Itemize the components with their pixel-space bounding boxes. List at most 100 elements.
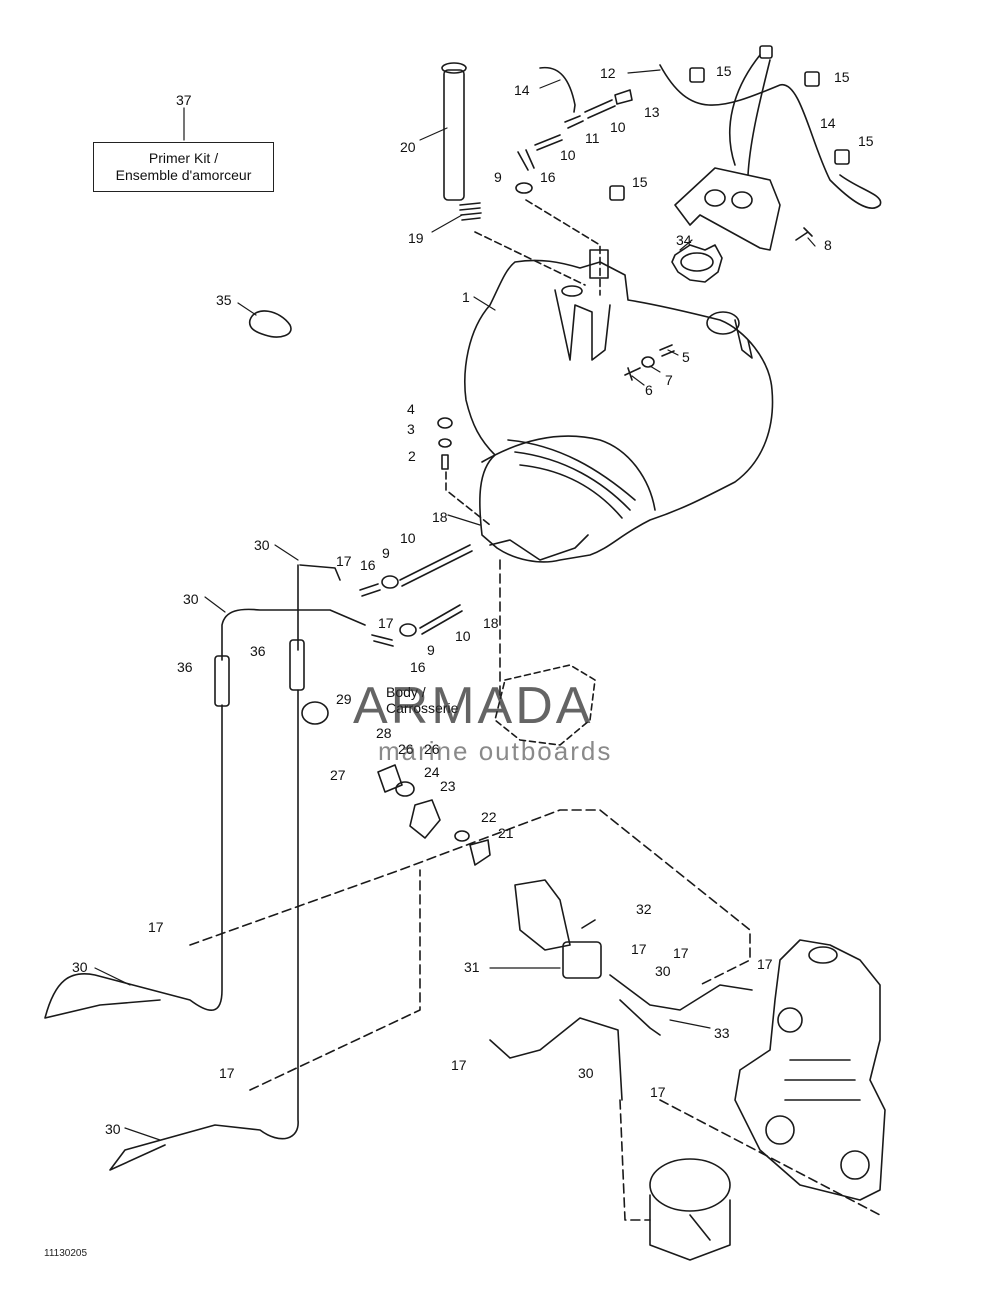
upper-bracket bbox=[674, 167, 781, 251]
callout-30: 30 bbox=[655, 963, 671, 979]
callout-27: 27 bbox=[330, 767, 346, 783]
leader-1 bbox=[473, 296, 496, 311]
callout-4: 4 bbox=[407, 401, 415, 417]
primer-bracket-23 bbox=[409, 799, 441, 839]
callout-17: 17 bbox=[673, 945, 689, 961]
leader-7 bbox=[649, 365, 661, 373]
fitting-16-top bbox=[517, 149, 535, 171]
carburetor-bowl bbox=[649, 1158, 731, 1212]
callout-19: 19 bbox=[408, 230, 424, 246]
callout-31: 31 bbox=[464, 959, 480, 975]
fitting-13 bbox=[614, 89, 633, 105]
screw-6 bbox=[624, 367, 641, 381]
callout-14: 14 bbox=[514, 82, 530, 98]
primer-to-tank-line bbox=[474, 231, 586, 286]
callout-30: 30 bbox=[105, 1121, 121, 1137]
fitting-10-mid bbox=[534, 134, 563, 151]
fitting-10-top bbox=[584, 99, 616, 119]
stud-to-tank-line bbox=[445, 471, 491, 526]
fuel-tank-lower-shelf bbox=[481, 435, 656, 511]
primer-hose-upper bbox=[297, 564, 341, 651]
primer-kit-label-en: Primer Kit / bbox=[148, 150, 219, 166]
fuel-pump-bracket bbox=[514, 879, 571, 951]
callout-35: 35 bbox=[216, 292, 232, 308]
sleeve-36-right bbox=[289, 639, 305, 691]
primer-kit-label-box: Primer Kit / Ensemble d'amorceur bbox=[93, 142, 274, 192]
fuel-tank-filler-hole bbox=[561, 285, 583, 297]
callout-9: 9 bbox=[382, 545, 390, 561]
leader-30-b bbox=[204, 596, 226, 613]
callout-23: 23 bbox=[440, 778, 456, 794]
callout-17: 17 bbox=[219, 1065, 235, 1081]
callout-2: 2 bbox=[408, 448, 416, 464]
grommet-9-lower-a bbox=[381, 575, 399, 589]
engine-port-2 bbox=[777, 1007, 803, 1033]
leader-12 bbox=[627, 69, 661, 74]
callout-5: 5 bbox=[682, 349, 690, 365]
sleeve-36-left bbox=[214, 655, 230, 707]
fuel-line-pump-in bbox=[489, 1017, 623, 1101]
callout-30: 30 bbox=[578, 1065, 594, 1081]
callout-18: 18 bbox=[483, 615, 499, 631]
primer-knob-29 bbox=[301, 701, 329, 725]
drawing-code: 11130205 bbox=[44, 1248, 88, 1259]
fitting-10-lower-b bbox=[419, 604, 463, 635]
stud-2 bbox=[441, 454, 449, 470]
engine-port-3 bbox=[765, 1115, 795, 1145]
fuel-pump-31 bbox=[562, 941, 602, 979]
callout-33: 33 bbox=[714, 1025, 730, 1041]
callout-15: 15 bbox=[716, 63, 732, 79]
fitting-5 bbox=[659, 344, 675, 357]
fuel-tank-neck-right bbox=[734, 319, 753, 359]
callout-17: 17 bbox=[631, 941, 647, 957]
routing-line-d bbox=[619, 1099, 651, 1221]
fuel-line-lower-bottom bbox=[109, 689, 299, 1171]
screw-32 bbox=[581, 919, 596, 929]
upper-bracket-hole-1 bbox=[704, 189, 726, 207]
callout-9: 9 bbox=[494, 169, 502, 185]
callout-17: 17 bbox=[336, 553, 352, 569]
primer-spring bbox=[459, 202, 482, 221]
nozzle-21 bbox=[469, 839, 491, 866]
callout-18: 18 bbox=[432, 509, 448, 525]
callout-17: 17 bbox=[650, 1084, 666, 1100]
carburetor-body bbox=[649, 1194, 731, 1261]
upper-bracket-hole-2 bbox=[731, 191, 753, 209]
callout-8: 8 bbox=[824, 237, 832, 253]
callout-22: 22 bbox=[481, 809, 497, 825]
callout-32: 32 bbox=[636, 901, 652, 917]
callout-34: 34 bbox=[676, 232, 692, 248]
carburetor-throat bbox=[689, 1214, 711, 1241]
fuel-line-lower-left bbox=[44, 704, 223, 1019]
callout-1: 1 bbox=[462, 289, 470, 305]
engine-fins bbox=[784, 1059, 861, 1101]
leader-8 bbox=[807, 237, 816, 247]
callout-12: 12 bbox=[600, 65, 616, 81]
bolt-8 bbox=[795, 227, 813, 241]
fuel-tank-cap-ring bbox=[706, 311, 740, 335]
callout-16: 16 bbox=[410, 659, 426, 675]
hose-clamp-35 bbox=[248, 310, 292, 338]
callout-30: 30 bbox=[72, 959, 88, 975]
primer-hose-left bbox=[221, 608, 366, 661]
callout-15: 15 bbox=[834, 69, 850, 85]
fuel-tank-cap-top bbox=[680, 252, 714, 272]
leader-5 bbox=[667, 349, 679, 356]
callout-7: 7 bbox=[665, 372, 673, 388]
routing-line-a bbox=[189, 809, 751, 986]
callout-10: 10 bbox=[560, 147, 576, 163]
primer-tube bbox=[443, 69, 465, 201]
engine-port-4 bbox=[840, 1150, 870, 1180]
callout-17: 17 bbox=[757, 956, 773, 972]
vent-tube-loop bbox=[728, 54, 771, 176]
leader-35 bbox=[237, 302, 257, 316]
fuel-line-pump-out bbox=[609, 974, 753, 1011]
routing-line-e bbox=[659, 1099, 881, 1216]
engine-block bbox=[734, 939, 886, 1201]
primer-tube-cap bbox=[441, 62, 467, 74]
leader-6 bbox=[631, 375, 645, 386]
grommet-9-lower-b bbox=[399, 623, 417, 637]
